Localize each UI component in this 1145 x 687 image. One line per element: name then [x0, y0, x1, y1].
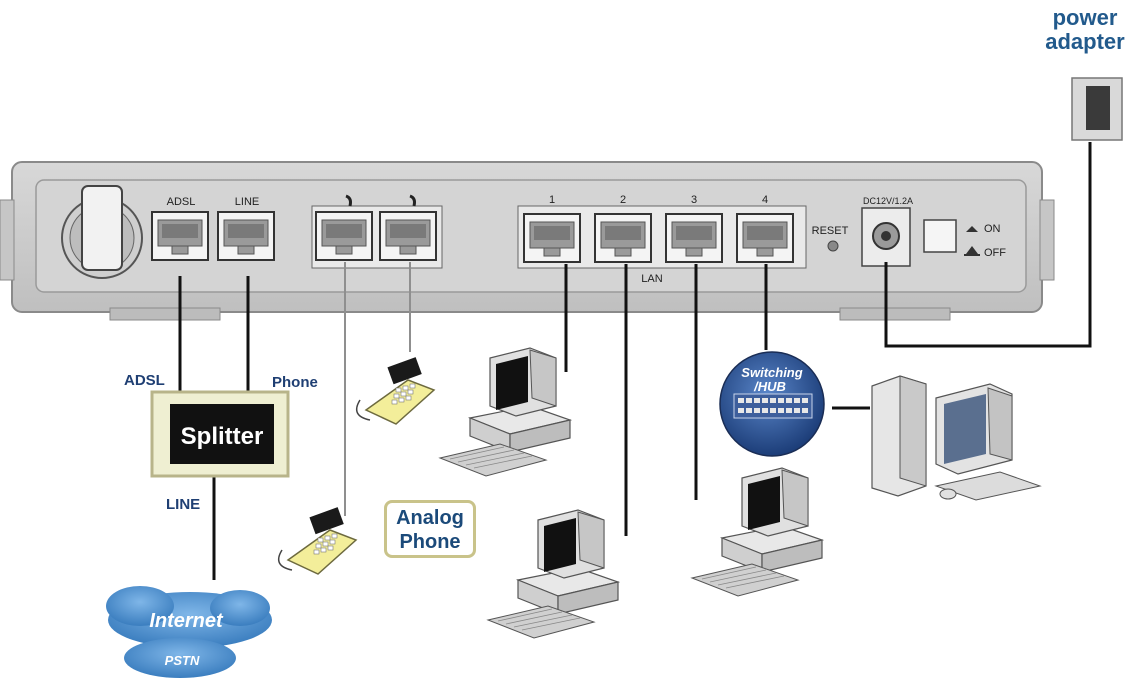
label-lan-2: 2 [620, 194, 626, 206]
cable-label-adsl: ADSL [124, 372, 165, 389]
label-lan: LAN [641, 273, 662, 285]
on-icon [966, 226, 978, 232]
line-port [217, 211, 275, 261]
cloud-pstn-label: PSTN [165, 653, 200, 668]
adsl-port [151, 211, 209, 261]
phone-handset-icon [345, 194, 352, 207]
label-port-adsl: ADSL [167, 196, 196, 208]
computer-icon-2 [487, 509, 619, 639]
cloud-internet-label: Internet [149, 610, 224, 632]
power-switch [923, 219, 957, 253]
phone-handset-icon [409, 194, 416, 207]
router: ADSL LINE 1 2 3 4 LAN RESET DC12V/1.2A O… [0, 161, 1055, 321]
lan-port-2 [594, 213, 652, 263]
hub-label-switching: Switching [741, 365, 802, 380]
phone-port-2 [379, 211, 437, 261]
splitter-label: Splitter [181, 423, 264, 450]
hub-label-hub: /HUB [753, 379, 786, 394]
power-adapter-label-line1: power [1052, 5, 1118, 30]
label-lan-4: 4 [762, 194, 768, 206]
power-adapter-label-line2: adapter [1045, 29, 1125, 54]
label-lan-1: 1 [549, 194, 555, 206]
desktop-computer-icon [871, 375, 1042, 501]
analog-phone-label: Analog Phone [384, 500, 476, 558]
phone-icon-lower [277, 506, 357, 575]
analog-phone-label-line2: Phone [399, 531, 461, 553]
label-port-line: LINE [235, 196, 259, 208]
computer-icon-1 [439, 347, 571, 477]
off-icon [964, 246, 980, 256]
power-adapter-icon [1071, 77, 1123, 141]
reset-button [827, 240, 839, 252]
label-reset: RESET [812, 225, 849, 237]
switching-hub-icon: Switching /HUB [719, 351, 825, 457]
phone-port-1 [315, 211, 373, 261]
antenna-icon [61, 185, 143, 279]
label-off: OFF [984, 247, 1006, 259]
cable-label-line: LINE [166, 496, 201, 513]
label-on: ON [984, 223, 1001, 235]
phone-icon-upper [355, 356, 435, 425]
cables [178, 142, 1092, 580]
splitter-device: Splitter [150, 390, 290, 478]
label-dc: DC12V/1.2A [863, 196, 913, 206]
analog-phone-label-line1: Analog [396, 507, 464, 529]
lan-port-1 [523, 213, 581, 263]
label-lan-3: 3 [691, 194, 697, 206]
power-adapter-label: power adapter [1030, 6, 1140, 54]
internet-cloud-icon: Internet PSTN [106, 586, 272, 678]
lan-port-3 [665, 213, 723, 263]
lan-port-4 [736, 213, 794, 263]
phone-cables [344, 262, 411, 516]
computer-icon-3 [691, 467, 823, 597]
cable-label-phone: Phone [272, 374, 318, 391]
